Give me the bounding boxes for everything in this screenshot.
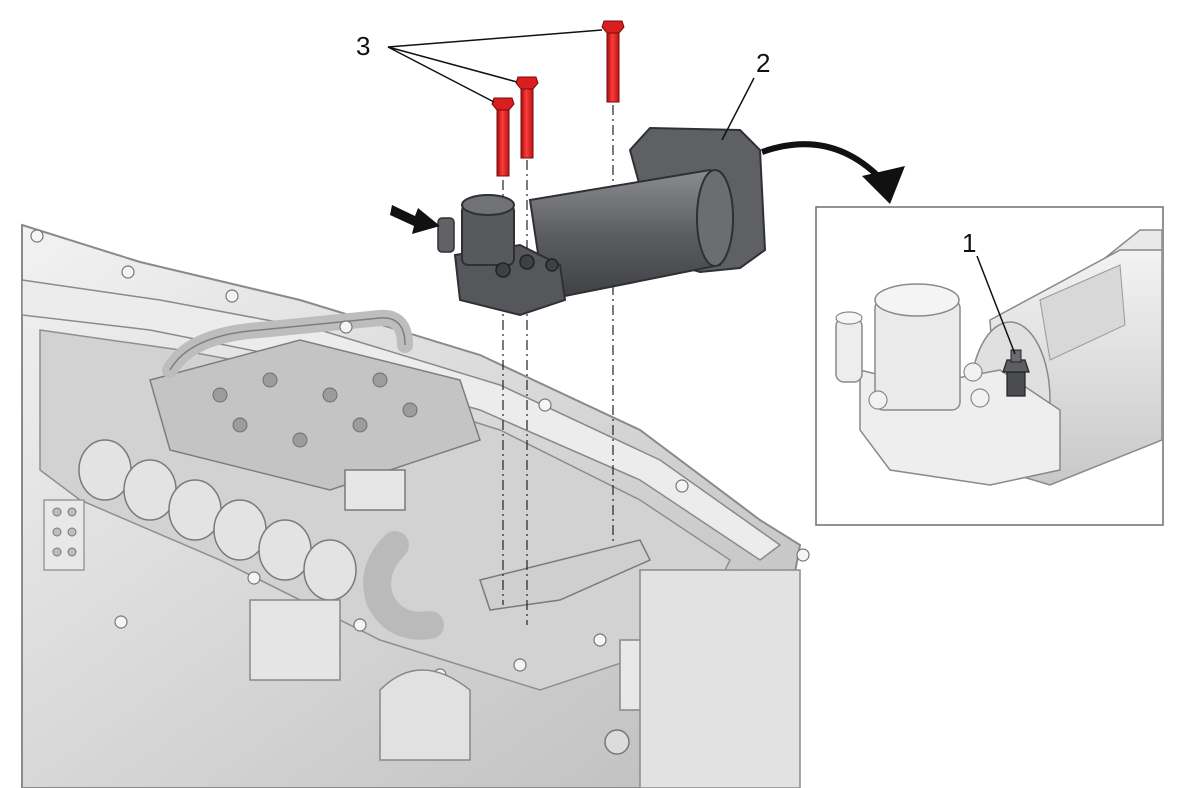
- callout-1: 1: [962, 228, 1016, 355]
- callout-2: 2: [721, 48, 770, 141]
- bolt-middle: [515, 76, 539, 159]
- installation-centerlines: [502, 105, 614, 625]
- detail-inset: [815, 206, 1164, 526]
- bolt-left: [491, 97, 515, 177]
- pump-assembly: [437, 126, 767, 317]
- callout-label-pump: 2: [756, 48, 770, 78]
- transmission-housing: [21, 223, 810, 788]
- callout-3: 3: [356, 29, 603, 103]
- callout-label-fitting: 1: [962, 228, 976, 258]
- vent-fitting: [1002, 349, 1030, 397]
- callout-label-bolts: 3: [356, 31, 370, 61]
- bolt-right: [601, 20, 625, 103]
- arrow-right-icon: [390, 205, 440, 234]
- curved-arrow-icon: [761, 141, 905, 204]
